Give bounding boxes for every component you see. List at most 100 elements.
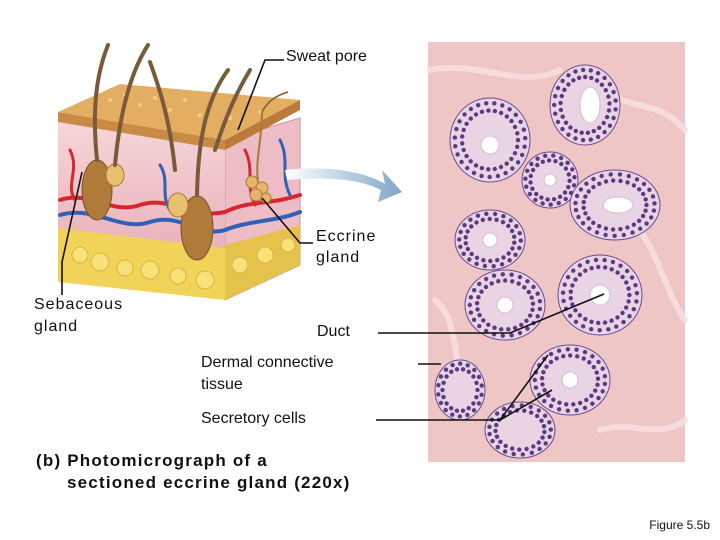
nucleus [627,314,632,319]
nucleus [570,167,575,172]
nucleus [540,201,545,206]
nucleus [479,392,484,397]
nucleus [597,328,602,333]
nucleus [452,135,458,140]
nucleus [599,173,604,179]
caption-line2: sectioned eccrine gland (220x) [67,473,351,492]
nucleus [515,144,520,149]
nucleus [607,101,612,106]
nucleus [477,313,482,318]
nucleus [556,200,561,206]
nucleus [480,217,485,223]
nucleus [596,264,601,270]
nucleus [553,111,558,116]
nucleus [566,184,571,190]
nucleus [530,167,536,173]
nucleus [651,208,657,213]
nucleus [495,257,500,263]
nucleus [548,351,554,357]
nucleus [492,211,498,217]
nucleus [528,173,533,179]
nucleus [507,258,512,263]
nucleus [583,268,588,273]
nucleus [487,424,492,429]
nucleus [450,412,455,417]
nucleus [530,301,536,306]
nucleus [563,166,569,171]
nucleus [573,200,578,206]
nucleus [476,103,481,108]
nucleus [571,268,576,273]
nucleus [454,126,459,132]
nucleus [476,295,481,300]
label-dermal-ct-line1: Dermal connective [201,354,334,371]
nucleus [500,103,505,108]
nucleus [517,245,522,251]
nucleus [650,194,656,199]
nucleus [587,226,592,231]
nucleus [603,226,609,231]
nucleus [643,208,648,213]
nucleus [624,268,630,274]
nucleus [502,449,508,454]
nucleus [531,284,536,290]
nucleus [576,75,582,81]
nucleus [461,127,466,133]
nucleus [574,193,580,199]
nucleus [555,119,561,125]
nucleus [620,310,625,316]
nucleus [444,401,449,406]
nucleus [568,125,573,130]
nucleus [479,165,485,171]
nucleus [483,276,489,282]
nucleus [587,360,592,365]
nucleus [614,324,619,329]
nucleus [570,283,575,288]
leader-duct [378,293,605,334]
nucleus [457,119,462,124]
nucleus [522,408,527,413]
nucleus [582,405,588,411]
nucleus [489,281,494,286]
nucleus [474,255,480,260]
nucleus [509,228,515,234]
nucleus [465,412,470,418]
nucleus [475,307,480,312]
nucleus [652,201,657,206]
nucleus [583,194,588,199]
nucleus [487,174,492,180]
nucleus [547,420,552,425]
nucleus [561,354,566,359]
nucleus [649,215,654,220]
leader-eccrine-gland [261,197,313,244]
nucleus [481,318,486,323]
nucleus [589,327,594,332]
nucleus [525,279,530,284]
nucleus [438,400,444,406]
nucleus [564,402,569,407]
nucleus [553,159,558,164]
nucleus [588,68,593,73]
nucleus [503,278,508,283]
nucleus [567,178,572,183]
nucleus [539,195,544,200]
nucleus [506,251,511,256]
nucleus [613,107,618,112]
nucleus [583,211,588,216]
nucleus [541,424,547,429]
nucleus [515,160,521,165]
nucleus [443,407,448,413]
nucleus [465,229,470,234]
nucleus [524,318,529,323]
nucleus [591,364,596,370]
nucleus [499,262,505,267]
nucleus [591,184,596,190]
nucleus [580,67,586,73]
nucleus [625,225,630,230]
nucleus [558,107,564,113]
nucleus [479,173,484,179]
nucleus [572,175,577,180]
nucleus [609,267,614,272]
nucleus [593,388,598,393]
nucleus [530,307,535,312]
